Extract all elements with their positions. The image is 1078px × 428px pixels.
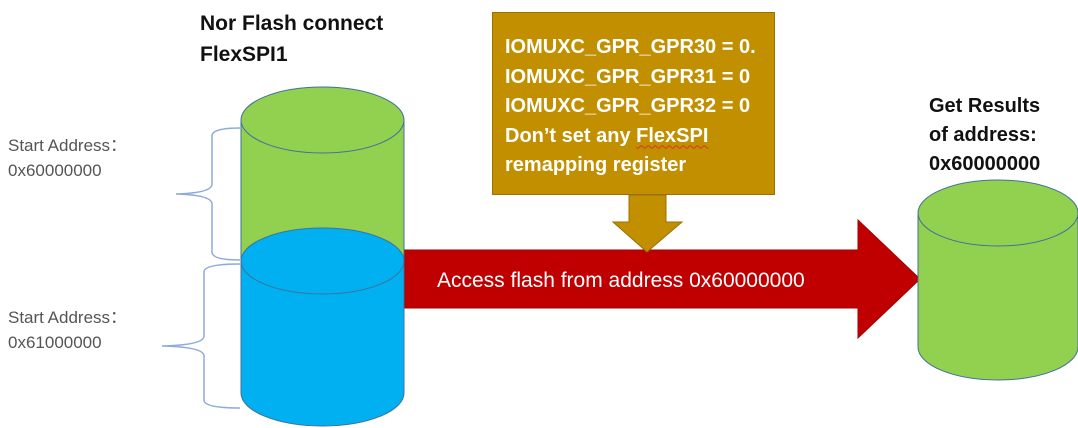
note-flexspi-term: FlexSPI (636, 124, 709, 147)
region-1-label-text: Start Address： (8, 136, 128, 155)
region-1-address: 0x60000000 (8, 161, 102, 180)
region-2-label: Start Address： 0x61000000 (8, 305, 127, 355)
result-label: Get Results of address: 0x60000000 (929, 92, 1040, 179)
access-arrow-label: Access flash from address 0x60000000 (437, 269, 805, 292)
result-line-3: 0x60000000 (929, 153, 1041, 175)
note-line-2: IOMUXC_GPR_GPR31 = 0 (505, 65, 751, 88)
brace-region-1 (175, 127, 241, 261)
result-line-1: Get Results (929, 95, 1041, 117)
title-line-1: Nor Flash connect (200, 12, 384, 35)
region-2-address: 0x61000000 (8, 333, 102, 352)
result-cylinder (917, 179, 1078, 381)
title-line-2: FlexSPI1 (200, 43, 288, 66)
note-line-5: remapping register (505, 154, 687, 176)
note-line-4-prefix: Don’t set any (505, 124, 637, 147)
access-arrow (404, 218, 921, 340)
brace-region-2 (161, 263, 241, 409)
flash-region-blue-cylinder (240, 227, 405, 427)
diagram-title: Nor Flash connect FlexSPI1 (200, 8, 383, 70)
note-line-3: IOMUXC_GPR_GPR32 = 0 (505, 95, 751, 117)
region-2-label-text: Start Address： (8, 308, 128, 327)
note-line-1: IOMUXC_GPR_GPR30 = 0. (505, 36, 756, 58)
note-line-4: Don’t set any FlexSPI (505, 122, 774, 152)
note-down-arrow (611, 194, 684, 253)
result-line-2: of address: (929, 124, 1037, 146)
region-1-label: Start Address： 0x60000000 (8, 133, 127, 183)
register-note-box: IOMUXC_GPR_GPR30 = 0. IOMUXC_GPR_GPR31 =… (492, 12, 775, 195)
